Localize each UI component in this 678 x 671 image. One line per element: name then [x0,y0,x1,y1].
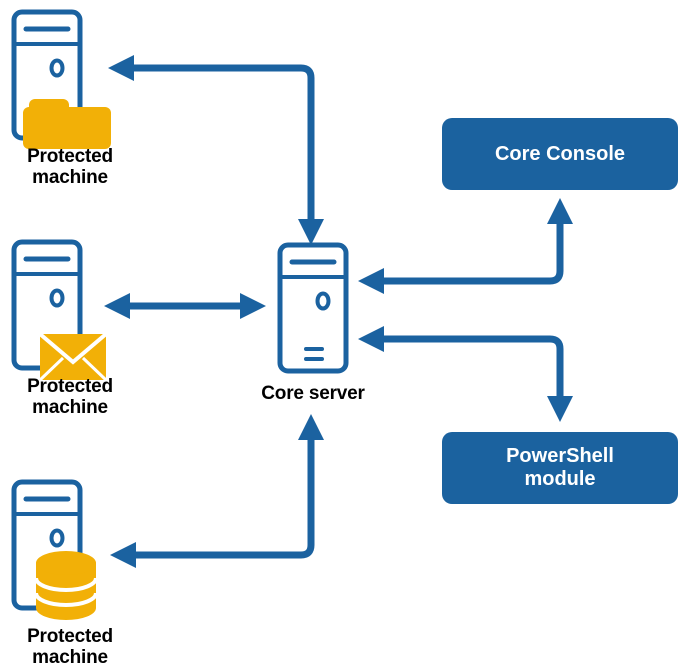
arrowhead-left [108,55,134,81]
arrowhead-left [104,293,130,319]
connector-core-to-core-console [358,198,573,294]
connector-core-to-pm-file [108,55,324,245]
envelope-icon [38,332,108,382]
node-core-console[interactable] [442,118,678,190]
node-core-server[interactable] [280,245,346,371]
label-protected-machine-mail: Protected machine [27,376,113,418]
connector-core-to-pm-mail [104,293,266,319]
connector-core-to-pm-database [110,414,324,568]
arrowhead-down [547,396,573,422]
arrowhead-down [298,219,324,245]
folder-icon [23,99,111,149]
database-icon [34,551,98,620]
arrowhead-up [547,198,573,224]
label-protected-machine-file: Protected machine [27,146,113,188]
node-protected-machine-database[interactable] [14,482,98,620]
label-powershell-module[interactable]: PowerShell module [506,445,614,490]
label-protected-machine-database: Protected machine [27,626,113,668]
arrowhead-left [358,268,384,294]
connector-core-to-powershell-module [358,326,573,422]
label-core-console[interactable]: Core Console [494,142,626,165]
arrowhead-up [298,414,324,440]
arrowhead-left [110,542,136,568]
node-protected-machine-file[interactable] [14,12,111,149]
node-protected-machine-mail[interactable] [14,242,108,382]
arrowhead-right [240,293,266,319]
arrowhead-left [358,326,384,352]
label-core-server: Core server [261,383,365,404]
node-powershell-module[interactable] [442,432,678,504]
